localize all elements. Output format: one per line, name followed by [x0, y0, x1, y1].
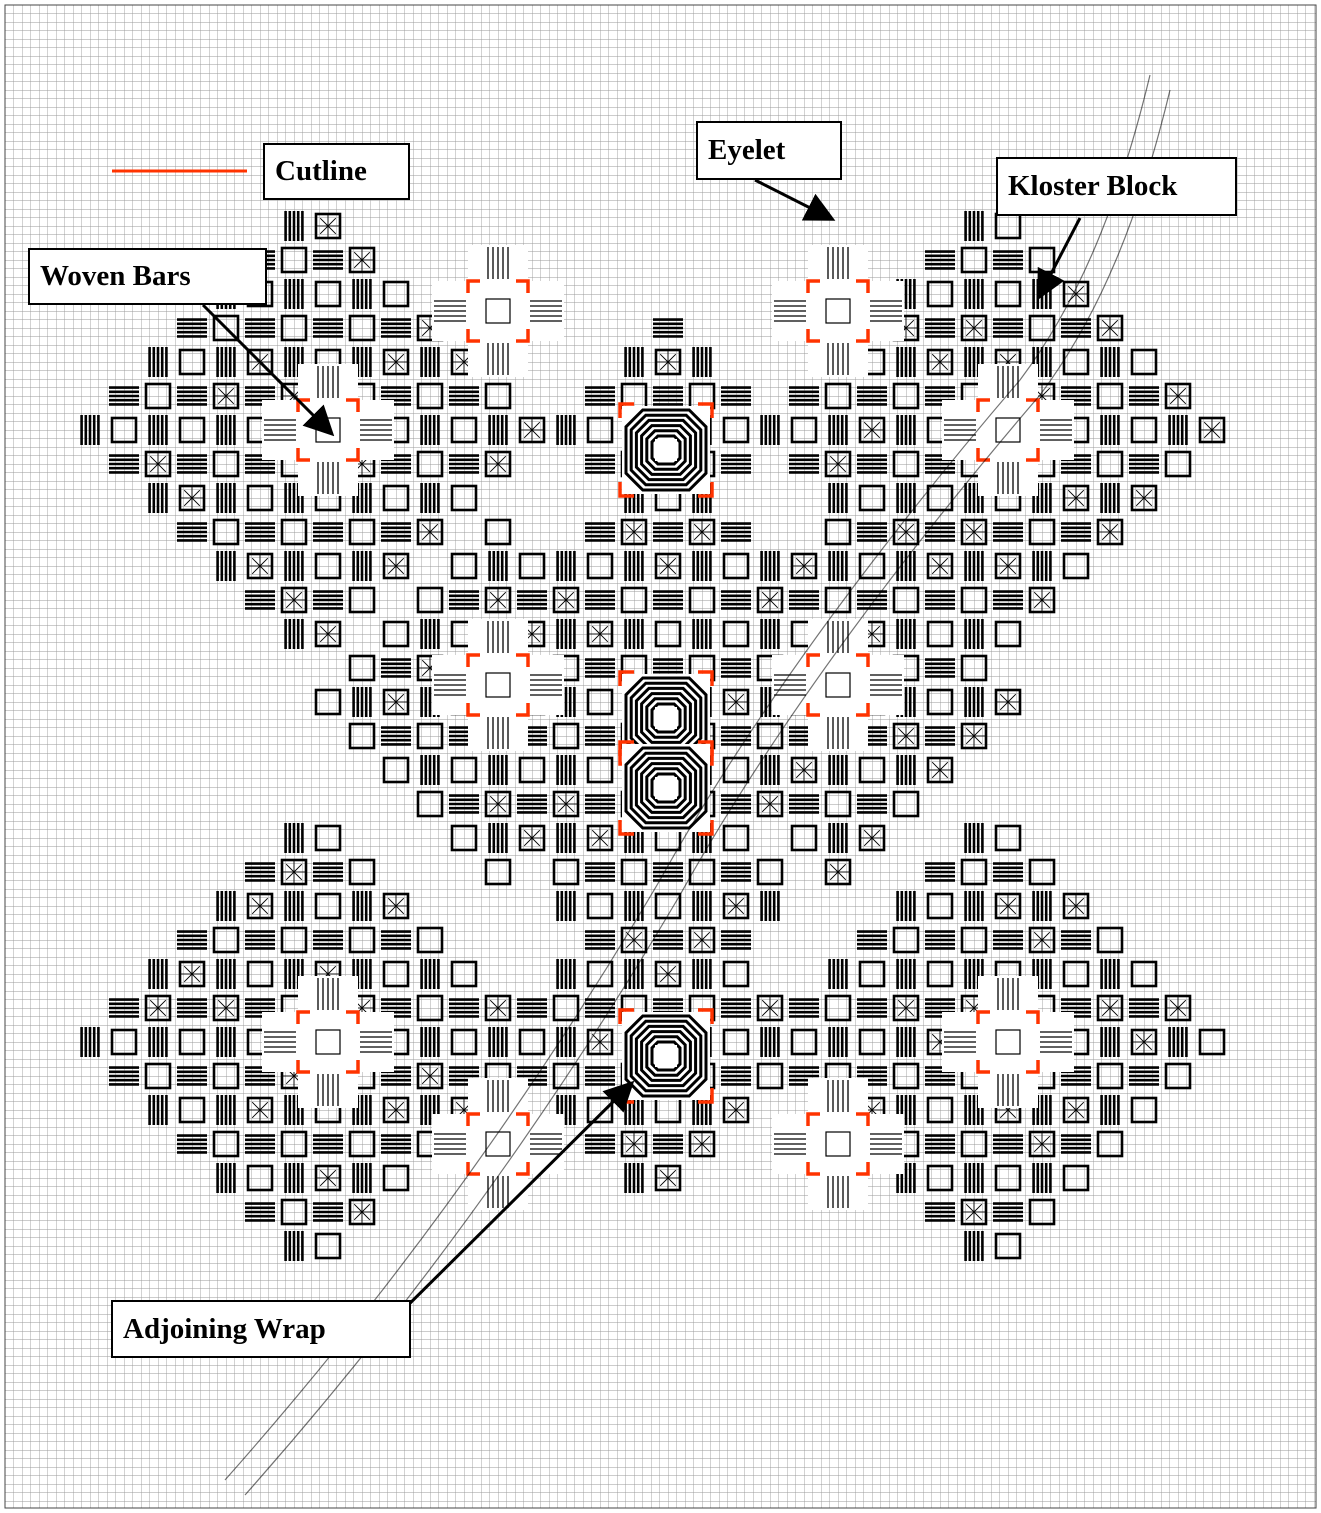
adjoining-wrap: [620, 1010, 712, 1102]
adjoining-wrap: [620, 404, 712, 496]
adjoining-wrap-label: Adjoining Wrap: [111, 1300, 411, 1358]
eyelet-label: Eyelet: [696, 121, 842, 180]
woven-bars-label: Woven Bars: [28, 248, 267, 305]
kloster-block-label: Kloster Block: [996, 157, 1237, 216]
cutline-label: Cutline: [263, 143, 410, 200]
adjoining-wrap: [620, 742, 712, 834]
